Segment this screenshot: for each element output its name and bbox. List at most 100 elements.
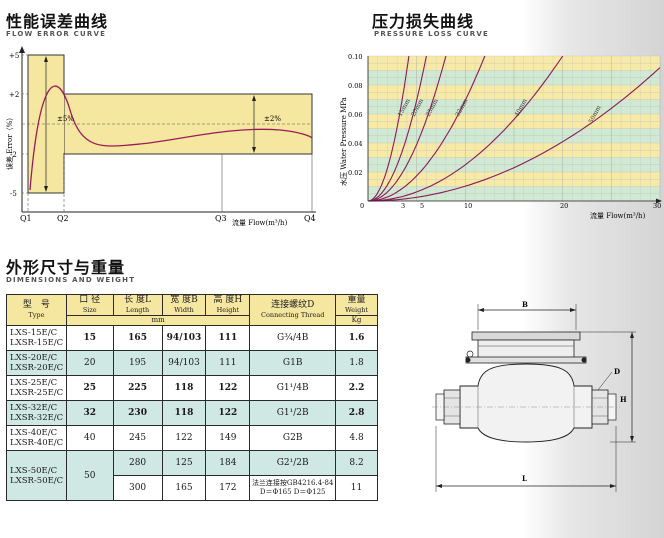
dimension-h-arrow-bottom: [630, 436, 634, 442]
y-tick-label: 0.08: [348, 82, 362, 90]
x-axis-arrow: [656, 198, 662, 204]
pressure-curve-20mm: [367, 55, 427, 202]
cell-size: 20: [65, 350, 114, 376]
x-tick-label: 20: [560, 202, 568, 210]
cell-weight: 2.8: [335, 400, 378, 426]
pressure-curve-subtitle: PRESSURE LOSS CURVE: [374, 30, 489, 38]
unit-kg: Kg: [335, 315, 378, 326]
y-tick-label: +2: [9, 91, 19, 99]
cell-thread: G1B: [249, 350, 337, 376]
narrow-band-label: ±2%: [264, 115, 281, 123]
cell-size: 25: [65, 375, 114, 401]
dimension-l-label: L: [522, 474, 527, 483]
meter-collar: [465, 356, 587, 364]
narrow-arrow-head-top: [252, 95, 256, 101]
x-tick-label: 10: [464, 202, 472, 210]
cell-length: 280: [112, 450, 163, 476]
meter-technical-drawing: B D H L: [432, 300, 636, 492]
cell-height: 111: [205, 325, 251, 351]
pressure-curve-40mm: [367, 55, 564, 202]
wide-band-label: ±5%: [57, 115, 74, 123]
dimension-b-arrow-right: [570, 308, 576, 312]
dimensions-title: 外形尺寸与重量: [6, 258, 126, 277]
pressure-grid-lines: [368, 55, 661, 202]
wide-arrow-head-bottom: [44, 186, 48, 192]
x-tick-label: Q4: [304, 214, 316, 223]
x-tick-label: 3: [401, 202, 405, 210]
cell-width: 94/103: [161, 325, 207, 351]
dimension-b-label: B: [522, 300, 528, 309]
y-tick-label: 0: [360, 202, 364, 210]
y-tick-label: 0.02: [348, 169, 362, 177]
pressure-curves: [367, 55, 661, 202]
cell-height: 149: [205, 425, 251, 451]
flow-curve-title: 性能误差曲线: [6, 12, 109, 31]
cell-size: 32: [65, 400, 114, 426]
cell-size: 50: [65, 450, 114, 501]
flow-curve-subtitle: FLOW ERROR CURVE: [6, 30, 107, 38]
cell-weight: 1.6: [335, 325, 378, 351]
meter-lid: [471, 331, 581, 341]
cell-length: 225: [112, 375, 163, 401]
x-tick-label: Q2: [57, 214, 69, 223]
dimension-h-label: H: [620, 395, 627, 404]
dimension-b-arrow-left: [478, 308, 484, 312]
unit-mm: mm: [65, 315, 251, 326]
y-tick-label: -2: [10, 151, 17, 159]
cell-length: 195: [112, 350, 163, 376]
cell-thread: G¾/4B: [249, 325, 337, 351]
meter-body: [459, 363, 593, 443]
y-tick-label: +5: [9, 52, 19, 60]
y-tick-label: 0.06: [348, 111, 362, 119]
pressure-curve-15mm: [367, 55, 410, 202]
cell-width: 118: [161, 375, 207, 401]
cell-length: 165: [112, 325, 163, 351]
cell-thread: G2B: [249, 425, 337, 451]
cell-height: 111: [205, 350, 251, 376]
cell-height: 122: [205, 375, 251, 401]
cell-thread: G1¹/2B: [249, 400, 337, 426]
x-tick-label: 30: [653, 202, 661, 210]
cell-length: 230: [112, 400, 163, 426]
y-tick-label: -5: [10, 190, 17, 198]
dimension-d-leader: [597, 371, 613, 391]
x-tick-label: 5: [420, 202, 424, 210]
y-axis-arrow: [19, 46, 25, 53]
cell-weight: 11: [335, 475, 378, 501]
x-tick-label: Q3: [215, 214, 227, 223]
dimension-d-label: D: [614, 367, 620, 376]
collar-screw-right: [581, 357, 587, 363]
y-axis-label: 水压 Water Pressure MPa: [339, 97, 348, 186]
cell-weight: 4.8: [335, 425, 378, 451]
cell-weight: 1.8: [335, 350, 378, 376]
cell-weight: 8.2: [335, 450, 378, 476]
x-tick-label: Q1: [20, 214, 32, 223]
dimension-l-arrow-left: [436, 484, 442, 488]
y-tick-label: 0.04: [348, 140, 362, 148]
pressure-curve-25mm: [367, 55, 447, 202]
pressure-curve-title: 压力损失曲线: [372, 12, 475, 31]
collar-screw-left: [465, 357, 471, 363]
cell-thread: G2¹/2B: [249, 450, 337, 476]
dimension-l-arrow-right: [610, 484, 616, 488]
cell-size: 40: [65, 425, 114, 451]
narrow-arrow-head-bottom: [252, 147, 256, 153]
cell-width: 94/103: [161, 350, 207, 376]
